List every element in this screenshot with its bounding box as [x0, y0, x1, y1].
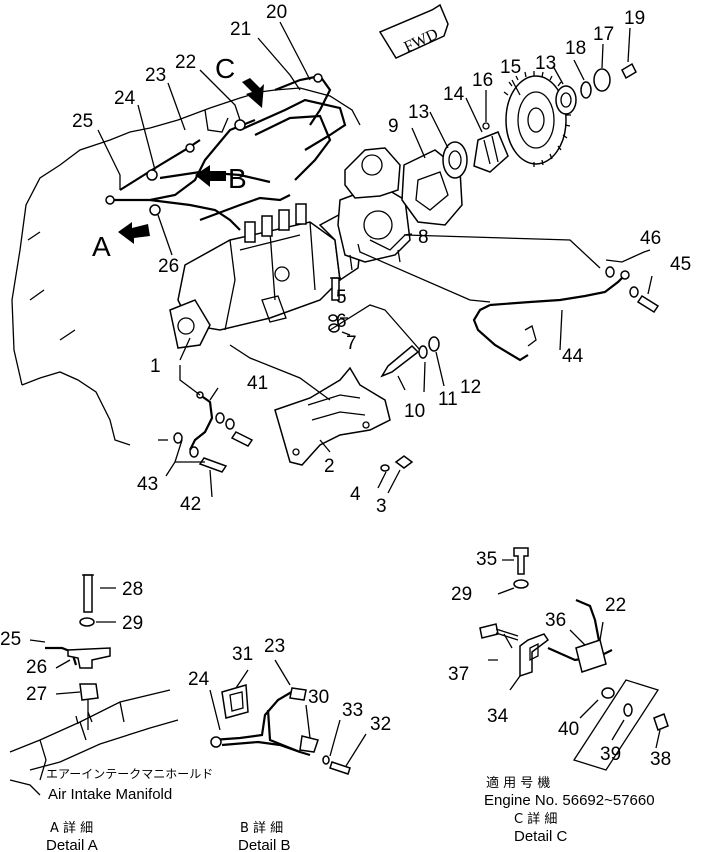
part-number: 16: [472, 70, 493, 91]
part-number: 24: [114, 88, 136, 109]
part-number: 9: [388, 116, 399, 137]
part-number: 4: [350, 484, 361, 505]
part-number: 15: [500, 57, 521, 78]
gear-train: [442, 62, 637, 179]
fasteners-main: [173, 266, 660, 473]
part-number: 26: [158, 256, 179, 277]
callout-jp: エアーインテークマニホールド: [46, 767, 213, 781]
part-number: 31: [232, 644, 253, 665]
part-number: 29: [122, 613, 143, 634]
part-number: 42: [180, 494, 201, 515]
callout-en: Air Intake Manifold: [48, 786, 172, 803]
part-number: 23: [264, 636, 285, 657]
part-number: 35: [476, 549, 497, 570]
view-marker-c: C: [215, 53, 235, 84]
part-number: 39: [600, 744, 621, 765]
detail-c-caption-en: Detail C: [514, 828, 568, 845]
part-number: 14: [443, 84, 465, 105]
mounting-bracket: [274, 366, 391, 466]
detail-a-drawing: [9, 574, 179, 796]
part-number: 6: [336, 311, 347, 332]
view-marker-b: B: [228, 163, 247, 194]
part-number: 41: [247, 373, 268, 394]
part-number: 19: [624, 8, 645, 29]
part-number: 43: [137, 474, 158, 495]
detail-a-caption-jp: A 詳 細: [50, 820, 93, 836]
detail-c-caption-jp: C 詳 細: [514, 811, 557, 827]
part-number: 36: [545, 610, 566, 631]
part-number: 22: [175, 52, 196, 73]
part-number: 44: [562, 346, 584, 367]
oil-pipe-lower: [189, 391, 214, 451]
part-number: 30: [308, 687, 329, 708]
part-number: 24: [188, 669, 210, 690]
part-number: 29: [451, 584, 472, 605]
detail-b-drawing: [209, 659, 367, 775]
detail-a-caption-en: Detail A: [46, 837, 98, 852]
part-number: 23: [145, 65, 166, 86]
part-number: 18: [565, 38, 586, 59]
air-compressor: [337, 147, 411, 271]
part-number: 26: [26, 657, 47, 678]
part-number: 12: [460, 377, 481, 398]
part-number: 28: [122, 579, 143, 600]
part-numbers-main: 1 2 3 4 5 6 7 8 9 10 11 12 13 13 14 15 1…: [72, 2, 691, 517]
detail-b-caption-en: Detail B: [238, 837, 291, 852]
part-number: 25: [0, 629, 21, 650]
part-number: 40: [558, 719, 579, 740]
leader-lines-main: [97, 21, 653, 498]
fwd-arrow: [378, 3, 449, 59]
part-number: 27: [26, 684, 47, 705]
injection-pipes: [105, 73, 347, 231]
oil-pipe: [472, 270, 630, 362]
part-number: 2: [324, 456, 335, 477]
part-number: 7: [346, 333, 357, 354]
applicability-en: Engine No. 56692~57660: [484, 792, 655, 809]
part-number: 46: [640, 228, 661, 249]
part-number: 11: [438, 389, 458, 410]
detail-c-drawing: [479, 547, 669, 771]
part-number: 34: [487, 706, 509, 727]
part-number: 10: [404, 401, 425, 422]
view-marker-a: A: [92, 231, 111, 262]
part-number: 13: [408, 102, 429, 123]
part-number: 45: [670, 254, 691, 275]
part-number: 21: [230, 19, 251, 40]
part-number: 3: [376, 496, 387, 517]
part-number: 33: [342, 700, 363, 721]
part-number: 38: [650, 749, 671, 770]
part-number: 22: [605, 595, 626, 616]
detail-b-caption-jp: B 詳 細: [240, 820, 283, 836]
view-arrows: [118, 78, 264, 244]
part-number: 37: [448, 664, 469, 685]
part-number: 25: [72, 111, 93, 132]
part-number: 13: [535, 53, 556, 74]
engine-block-outline: [11, 87, 361, 446]
part-number: 8: [418, 227, 429, 248]
part-number: 20: [266, 2, 287, 23]
part-number: 5: [336, 287, 347, 308]
part-number: 32: [370, 714, 391, 735]
part-number: 1: [150, 356, 161, 377]
part-number: 17: [593, 24, 614, 45]
applicability-jp: 適 用 号 機: [486, 775, 550, 791]
